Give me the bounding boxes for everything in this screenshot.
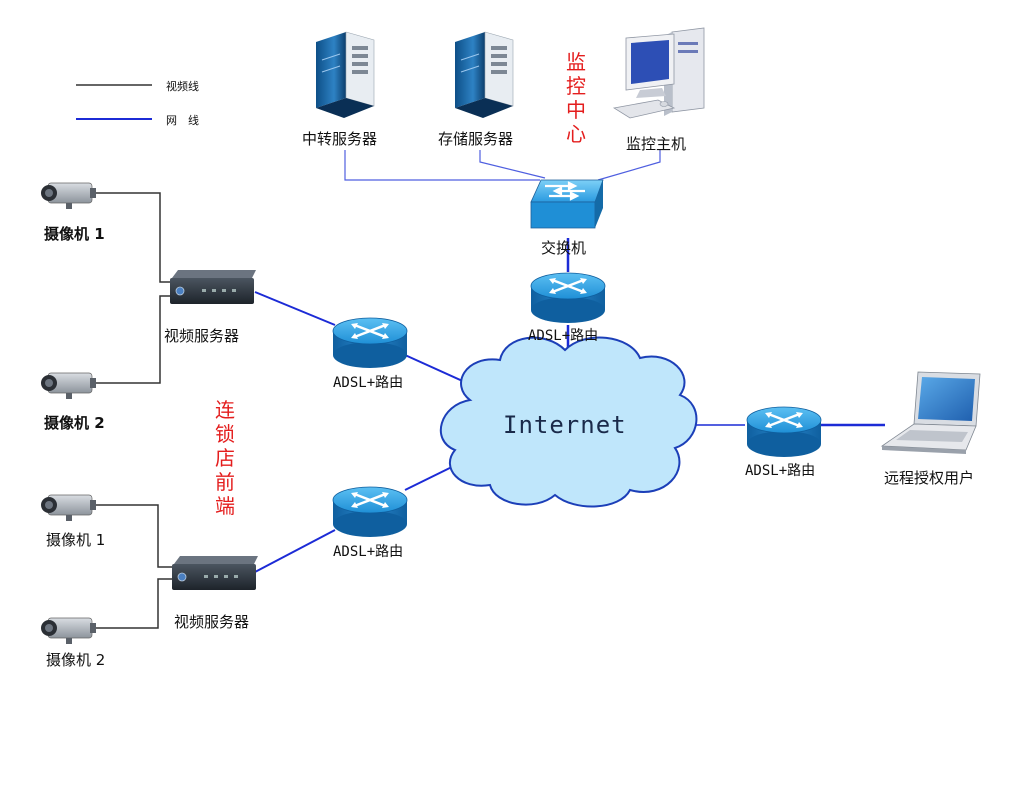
camera-s1-1-label: 摄像机 1 <box>44 225 105 243</box>
video-line-s1-cam1 <box>95 192 172 283</box>
video-line-s2-cam1 <box>95 504 172 568</box>
router-site1-icon <box>332 317 408 368</box>
router-site1-label: ADSL+路由 <box>333 375 404 391</box>
internet-cloud <box>439 336 698 508</box>
relay-server-label: 中转服务器 <box>302 130 378 148</box>
chain-store-title: 连锁店前端 <box>215 398 235 518</box>
video-server-site2-label: 视频服务器 <box>174 613 250 631</box>
laptop-icon <box>880 371 981 454</box>
net-line-storage-switch <box>479 150 546 179</box>
video-server-site1-label: 视频服务器 <box>164 327 240 345</box>
remote-user-label: 远程授权用户 <box>884 469 975 487</box>
camera-s2-1-label: 摄像机 1 <box>46 531 106 549</box>
router-site2-icon <box>332 486 408 537</box>
storage-server-label: 存储服务器 <box>438 130 514 148</box>
net-line-s2-dvr-router <box>254 529 336 573</box>
router-remote-label: ADSL+路由 <box>745 463 816 479</box>
video-server-site1-icon <box>170 270 256 304</box>
router-center-icon <box>530 272 606 323</box>
network-lines <box>254 150 885 573</box>
camera-s1-1-icon <box>41 182 96 209</box>
monitor-host-icon <box>612 27 705 119</box>
monitor-host-label: 监控主机 <box>626 135 687 153</box>
net-line-s1-dvr-router <box>254 291 336 326</box>
camera-s2-2-label: 摄像机 2 <box>46 651 106 669</box>
router-remote-icon <box>746 406 822 457</box>
router-center-label: ADSL+路由 <box>528 328 599 344</box>
cloud-shape <box>439 336 698 508</box>
video-line-s1-cam2 <box>95 295 172 384</box>
legend-network-line-label: 网 线 <box>166 114 199 127</box>
camera-s1-2-label: 摄像机 2 <box>44 414 105 432</box>
legend <box>76 84 152 120</box>
storage-server-icon <box>455 31 514 118</box>
camera-s1-2-icon <box>41 372 96 399</box>
video-server-site2-icon <box>172 556 258 590</box>
router-site2-label: ADSL+路由 <box>333 544 404 560</box>
net-line-relay-switch <box>344 150 540 181</box>
camera-s2-1-icon <box>41 494 96 521</box>
switch-icon <box>530 179 604 229</box>
legend-video-line-label: 视频线 <box>166 80 199 93</box>
relay-server-icon <box>316 31 375 118</box>
monitoring-center-title: 监控中心 <box>566 50 586 146</box>
video-line-s2-cam2 <box>95 578 172 629</box>
switch-label: 交换机 <box>541 239 587 257</box>
video-lines <box>95 192 172 629</box>
camera-s2-2-icon <box>41 617 96 644</box>
net-line-host-switch <box>597 150 661 181</box>
internet-label: Internet <box>503 411 627 439</box>
